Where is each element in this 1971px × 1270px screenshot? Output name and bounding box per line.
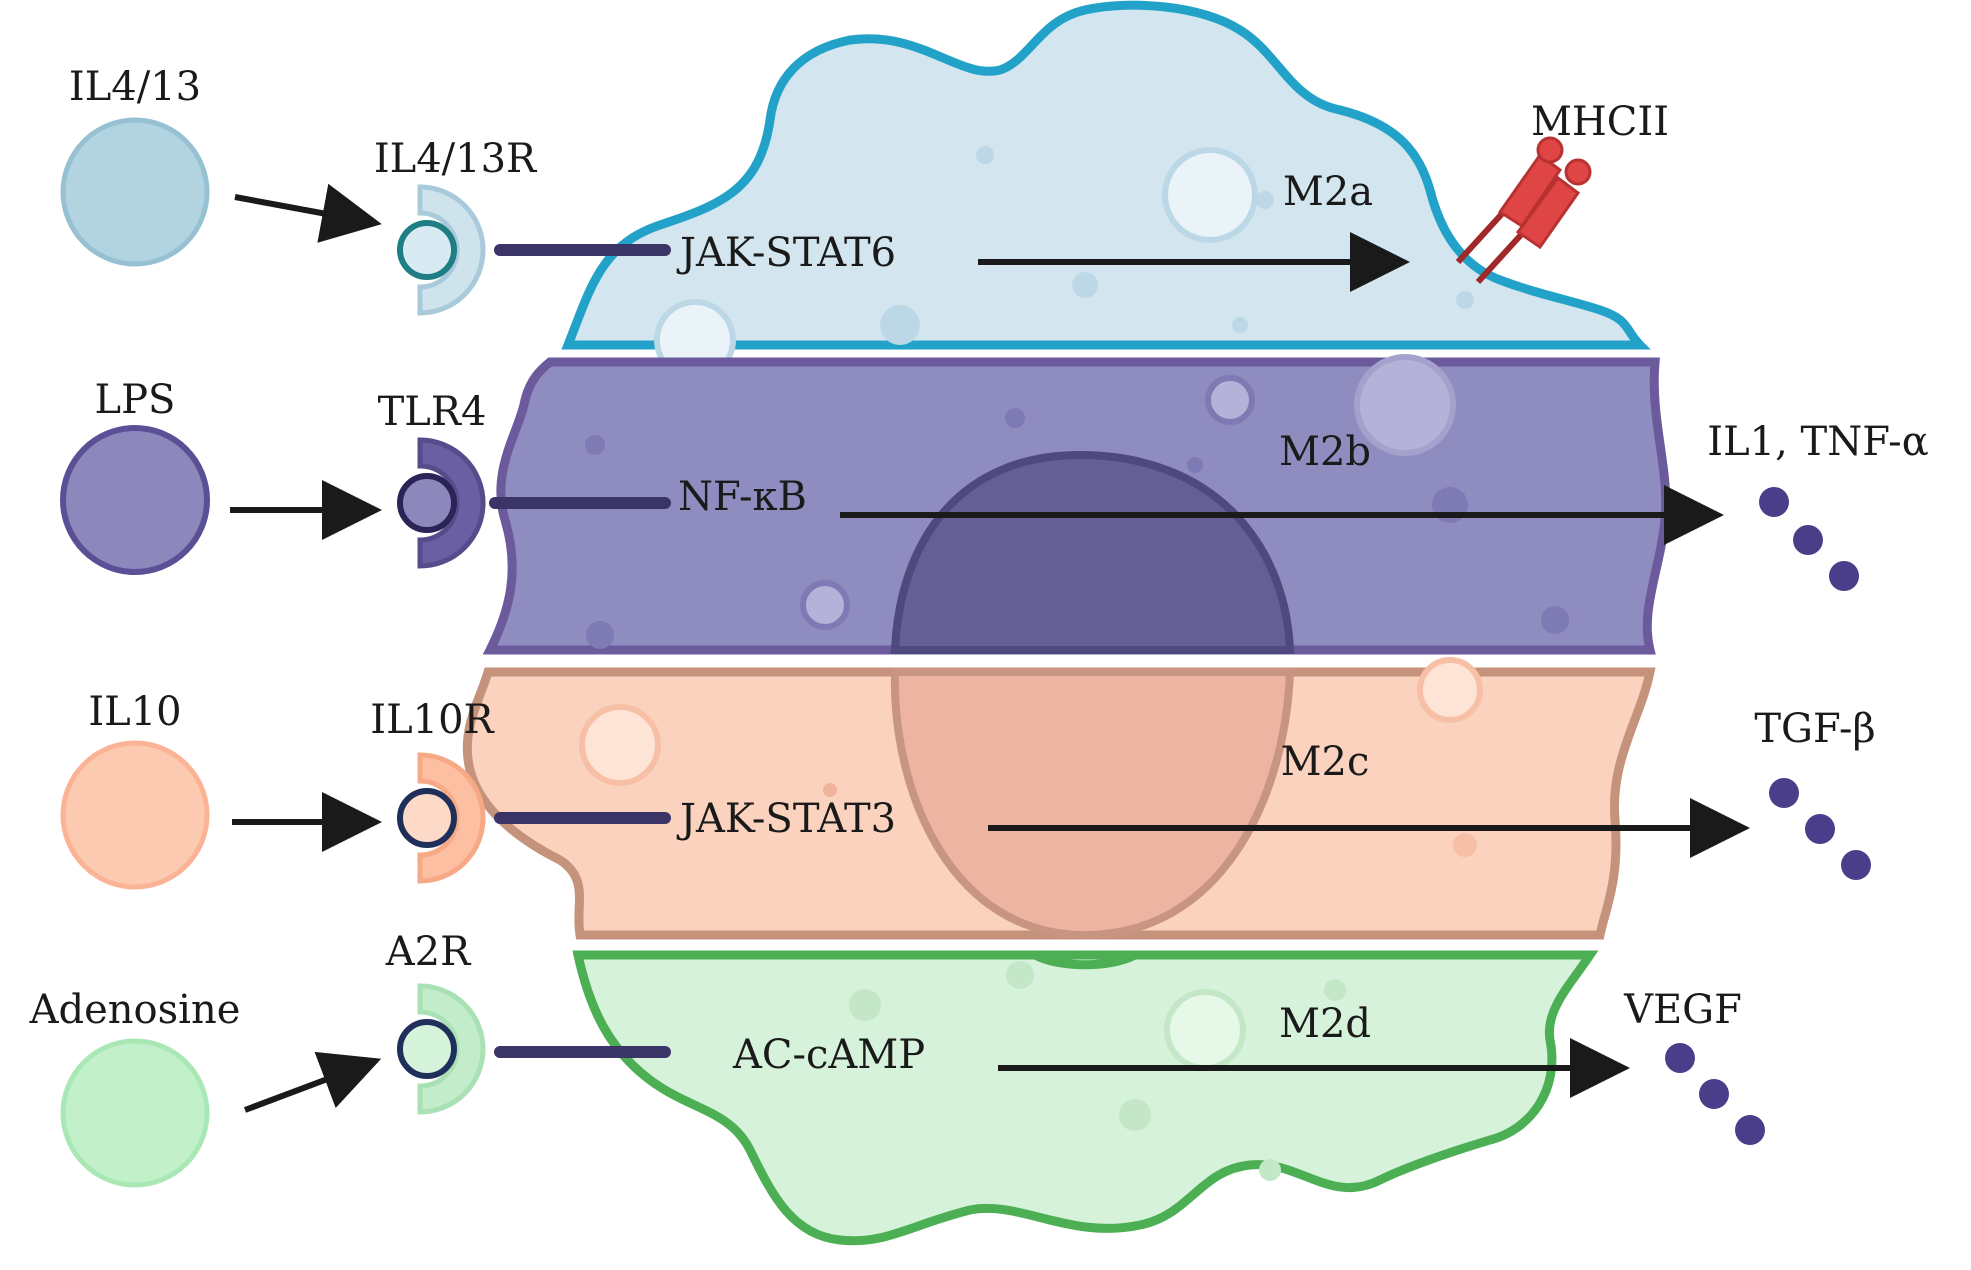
pathway-label: JAK-STAT6 xyxy=(676,230,896,276)
vesicle xyxy=(585,435,605,455)
pathway-label: JAK-STAT3 xyxy=(676,796,896,842)
m2a-cell-region xyxy=(561,0,1651,350)
cytokine-dot xyxy=(1699,1079,1729,1109)
vesicle xyxy=(1072,272,1098,298)
cytokine-dots-m2d xyxy=(1665,1043,1765,1145)
subtype-label: M2c xyxy=(1281,739,1370,785)
ligand-label: Adenosine xyxy=(29,987,241,1033)
band-m2c xyxy=(462,657,1656,940)
ligand-arrow-m2a xyxy=(234,183,382,243)
cytokine-dot xyxy=(1793,525,1823,555)
vesicle xyxy=(976,146,994,164)
receptor-il4-13r xyxy=(397,184,486,316)
band-m2a xyxy=(561,0,1651,381)
vesicle xyxy=(1256,191,1274,209)
vesicle xyxy=(586,621,614,649)
ligand-arrow-m2d xyxy=(243,1051,382,1113)
ligand-label: LPS xyxy=(95,377,176,423)
vesicle xyxy=(1205,375,1255,425)
receptor-a2r xyxy=(397,983,486,1115)
vesicle xyxy=(1541,606,1569,634)
band-m2b xyxy=(482,354,1671,655)
ligand-il4-13-circle xyxy=(60,117,210,267)
ligand-label: IL4/13 xyxy=(69,64,201,110)
m2b-nucleus xyxy=(890,450,1295,654)
vesicle xyxy=(1164,989,1246,1071)
vesicle xyxy=(1453,833,1477,857)
ligand-il10-circle xyxy=(60,740,210,890)
vesicle xyxy=(880,305,920,345)
receptor-label: TLR4 xyxy=(378,389,487,435)
ligand-lps-circle xyxy=(60,425,210,575)
vesicle xyxy=(849,989,881,1021)
vesicle xyxy=(1119,1099,1151,1131)
m2d-cell-region xyxy=(572,950,1599,1246)
vesicle xyxy=(1456,291,1474,309)
output-label: MHCII xyxy=(1531,99,1669,145)
receptor-label: A2R xyxy=(385,929,472,975)
cytokine-dot xyxy=(1665,1043,1695,1073)
pathway-label: AC-cAMP xyxy=(732,1032,925,1078)
vesicle xyxy=(579,704,661,786)
m2c-nucleus xyxy=(890,668,1295,940)
cytokine-dots-m2b xyxy=(1759,487,1859,591)
vesicle xyxy=(1005,408,1025,428)
output-label: TGF-β xyxy=(1754,706,1875,752)
cytokine-dot xyxy=(1805,814,1835,844)
output-label: IL1, TNF-α xyxy=(1707,419,1928,465)
ligand-label: IL10 xyxy=(88,689,181,735)
ligand-adenosine-circle xyxy=(60,1038,210,1188)
subtype-label: M2d xyxy=(1279,1001,1371,1047)
receptor-label: IL10R xyxy=(370,697,495,743)
output-label: VEGF xyxy=(1623,987,1742,1033)
vesicle xyxy=(1324,979,1346,1001)
cytokine-dot xyxy=(1769,778,1799,808)
subtype-label: M2b xyxy=(1279,429,1371,475)
cytokine-dot xyxy=(1841,850,1871,880)
vesicle xyxy=(823,783,837,797)
receptor-tlr4 xyxy=(397,437,486,569)
vesicle xyxy=(800,580,850,630)
receptor-il10r xyxy=(397,752,486,884)
receptor-label: IL4/13R xyxy=(374,136,538,182)
vesicle xyxy=(1259,1159,1281,1181)
cytokine-dot xyxy=(1735,1115,1765,1145)
vesicle xyxy=(1354,354,1456,456)
m2d-nucleus-edge xyxy=(1032,950,1138,970)
vesicle xyxy=(1006,961,1034,989)
vesicle xyxy=(1417,657,1483,723)
cytokine-dots-m2c xyxy=(1769,778,1871,880)
vesicle xyxy=(1187,457,1203,473)
vesicle xyxy=(1162,147,1258,243)
cytokine-dot xyxy=(1759,487,1789,517)
band-m2d xyxy=(572,950,1599,1246)
mhcii-icon xyxy=(1455,136,1592,285)
vesicle xyxy=(1232,317,1248,333)
cytokine-dot xyxy=(1829,561,1859,591)
pathway-label: NF-κB xyxy=(678,474,807,520)
subtype-label: M2a xyxy=(1283,169,1373,215)
